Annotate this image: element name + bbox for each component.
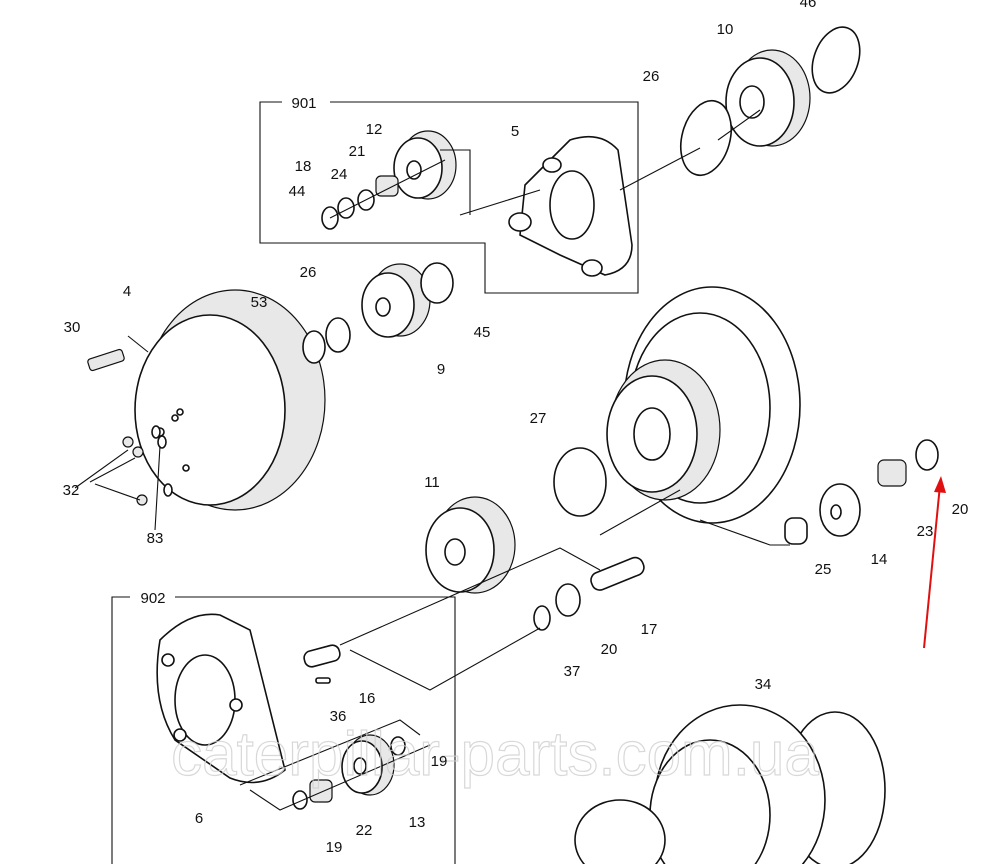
label-14: 14 <box>871 551 888 568</box>
part-14-gear[interactable] <box>819 483 861 537</box>
group-label-902: 902 <box>140 590 165 607</box>
red-pointer-arrow <box>923 476 946 649</box>
label-20-b: 20 <box>601 641 618 658</box>
part-26-ring[interactable] <box>673 95 739 181</box>
label-30: 30 <box>64 319 81 336</box>
part-20-thrust-washer[interactable] <box>555 583 581 617</box>
part-6-carrier[interactable] <box>156 613 286 784</box>
label-45: 45 <box>474 324 491 341</box>
label-6: 6 <box>195 810 203 827</box>
part-37-snap-ring[interactable] <box>533 605 551 631</box>
part-83-orings[interactable] <box>151 425 173 497</box>
part-53-ring[interactable] <box>302 330 326 364</box>
label-44: 44 <box>289 183 306 200</box>
label-19-b: 19 <box>326 839 343 856</box>
label-53: 53 <box>251 294 268 311</box>
part-20-washer[interactable] <box>915 439 939 471</box>
part-17-shaft[interactable] <box>589 555 647 592</box>
label-26-b: 26 <box>300 264 317 281</box>
label-19: 19 <box>431 753 448 770</box>
label-16: 16 <box>359 690 376 707</box>
label-23: 23 <box>917 523 934 540</box>
label-13: 13 <box>409 814 426 831</box>
part-16-shaft[interactable] <box>303 644 342 669</box>
label-12: 12 <box>366 121 383 138</box>
part-26-ring-2[interactable] <box>325 317 351 353</box>
label-37: 37 <box>564 663 581 680</box>
part-4-ring-gear[interactable] <box>134 289 326 511</box>
label-26: 26 <box>643 68 660 85</box>
label-25: 25 <box>815 561 832 578</box>
part-11-sun-gear[interactable] <box>425 496 516 594</box>
part-19-washer-b[interactable] <box>292 790 308 810</box>
part-13-gear[interactable] <box>341 734 395 796</box>
label-10: 10 <box>717 21 734 38</box>
part-46-snap-ring[interactable] <box>804 21 869 100</box>
part-32-bolts[interactable] <box>122 436 148 506</box>
label-27: 27 <box>530 410 547 427</box>
group-901-box <box>259 101 639 294</box>
part-9-gear[interactable] <box>361 263 431 338</box>
part-12-planet-gear[interactable] <box>393 130 457 200</box>
label-83: 83 <box>147 530 164 547</box>
part-22-bearing[interactable] <box>309 779 333 803</box>
label-9: 9 <box>437 361 445 378</box>
hub-assembly[interactable] <box>606 286 801 524</box>
part-5-planet-carrier[interactable] <box>508 135 633 277</box>
part-30-bolt[interactable] <box>87 348 125 372</box>
label-20: 20 <box>952 501 969 518</box>
label-22: 22 <box>356 822 373 839</box>
part-45-snap-ring[interactable] <box>420 262 454 304</box>
label-24: 24 <box>331 166 348 183</box>
part-27-ring[interactable] <box>553 447 607 517</box>
label-18: 18 <box>295 158 312 175</box>
group-label-901: 901 <box>291 95 316 112</box>
label-32: 32 <box>63 482 80 499</box>
part-21-needle-bearing[interactable] <box>375 175 399 197</box>
part-23-bearing[interactable] <box>877 459 907 487</box>
label-5: 5 <box>511 123 519 140</box>
label-36: 36 <box>330 708 347 725</box>
part-18-washer[interactable] <box>337 197 355 219</box>
label-34: 34 <box>755 676 772 693</box>
label-4: 4 <box>123 283 131 300</box>
label-21: 21 <box>349 143 366 160</box>
part-19-washer-a[interactable] <box>390 736 406 756</box>
part-36-pin[interactable] <box>315 677 331 684</box>
group-902-box <box>111 596 456 864</box>
label-46: 46 <box>800 0 817 11</box>
part-25-pin[interactable] <box>784 517 808 545</box>
part-10-gear[interactable] <box>725 49 811 147</box>
lower-hub[interactable] <box>574 704 826 864</box>
label-17: 17 <box>641 621 658 638</box>
watermark: caterpillar-parts.com.ua <box>171 720 819 789</box>
label-11: 11 <box>424 474 440 491</box>
